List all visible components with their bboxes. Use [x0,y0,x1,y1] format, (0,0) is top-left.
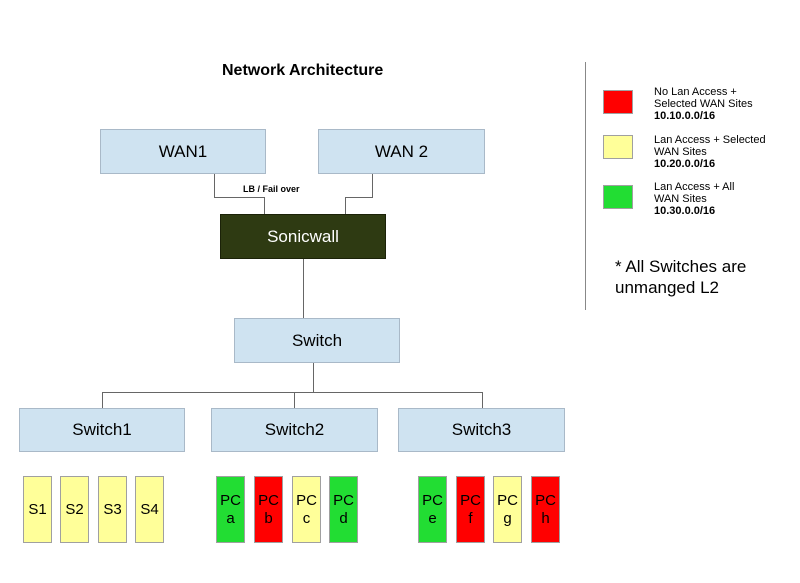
legend-swatch [603,135,633,159]
server-label: S2 [65,500,84,518]
switch1-node: Switch1 [19,408,185,452]
server-box: S4 [135,476,164,543]
switch3-node: Switch3 [398,408,565,452]
switch2-node: Switch2 [211,408,378,452]
lb-failover-label: LB / Fail over [243,184,300,194]
wan2-node: WAN 2 [318,129,485,174]
sonicwall-node: Sonicwall [220,214,386,259]
server-box: S1 [23,476,52,543]
diagram-title: Network Architecture [222,62,384,79]
server-box: S2 [60,476,89,543]
server-box: S3 [98,476,127,543]
server-label: S3 [103,500,122,518]
server-label: S4 [140,500,159,518]
legend-swatch [603,185,633,209]
core-switch-node: Switch [234,318,400,363]
wan1-node: WAN1 [100,129,266,174]
server-label: S1 [28,500,47,518]
legend-swatch [603,90,633,114]
legend-divider [585,62,586,310]
